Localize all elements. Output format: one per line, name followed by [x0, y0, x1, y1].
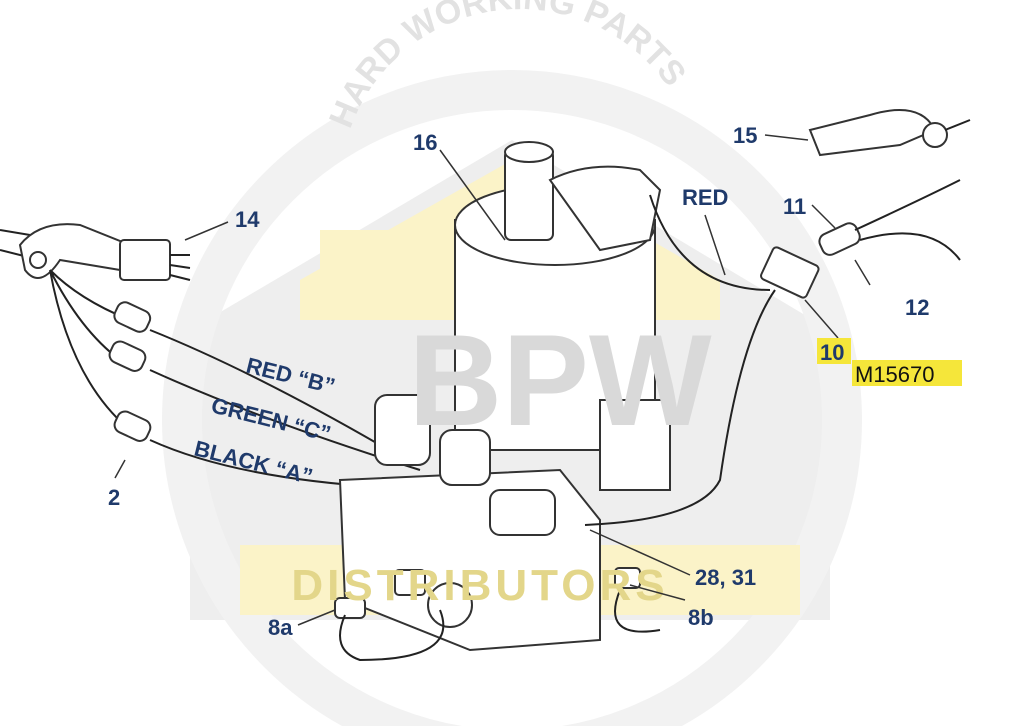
leader-lines [114, 134, 871, 626]
label-8b: 8b [688, 605, 714, 630]
label-28-31: 28, 31 [695, 565, 756, 590]
harness-14 [0, 223, 481, 491]
watermark-logo: BPW [408, 307, 712, 453]
label-12: 12 [905, 295, 929, 320]
part-number: M15670 [855, 362, 935, 387]
connectors-right [584, 109, 971, 526]
label-15: 15 [733, 123, 757, 148]
label-8a: 8a [268, 615, 293, 640]
label-11: 11 [783, 194, 806, 219]
pump-assembly [334, 141, 671, 662]
highlight-part-number [852, 360, 962, 386]
watermark-banner: DISTRIBUTORS [291, 561, 668, 610]
label-14: 14 [235, 207, 260, 232]
label-red: RED [682, 185, 728, 210]
label-10: 10 [820, 340, 844, 365]
label-2: 2 [108, 485, 120, 510]
label-16: 16 [413, 130, 437, 155]
highlight-10 [817, 338, 851, 364]
